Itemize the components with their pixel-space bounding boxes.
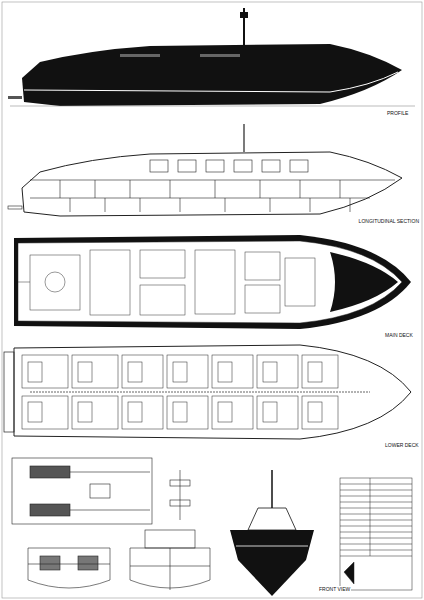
front-view: [230, 470, 314, 596]
cross-section-aft: [28, 548, 110, 588]
engine-room-plan: [12, 458, 190, 524]
title-block: [340, 478, 412, 590]
cross-section-mid: [130, 530, 210, 590]
lower-deck-plan: [4, 345, 411, 439]
view-title: LOWER DECK: [384, 442, 420, 448]
window: [120, 54, 160, 57]
hull-silhouette: [22, 44, 402, 106]
view-title: MAIN DECK: [384, 332, 414, 338]
radar: [240, 12, 248, 18]
main-deck-plan: [14, 235, 411, 329]
window: [200, 54, 240, 57]
view-title: PROFILE: [386, 110, 409, 116]
section-view: [8, 124, 402, 216]
view-title: LONGITUDINAL SECTION: [358, 218, 420, 224]
view-title: FRONT VIEW: [318, 586, 351, 592]
swim-platform: [8, 96, 22, 99]
waterline: [10, 106, 415, 107]
profile-view: [8, 8, 415, 106]
sheer-stripe: [24, 72, 398, 92]
